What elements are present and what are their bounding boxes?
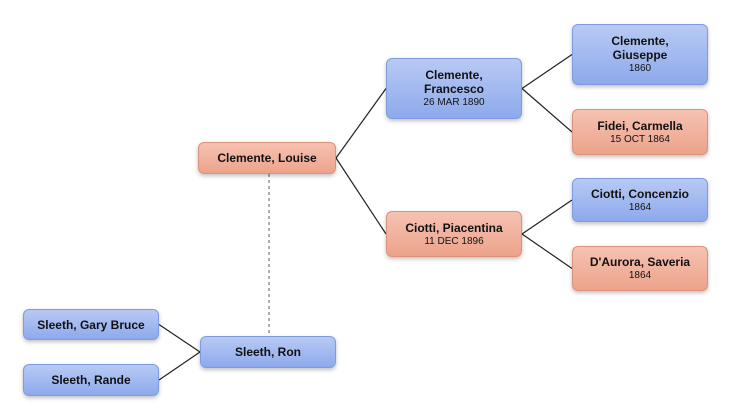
person-card-clemente-francesco[interactable]: Clemente, Francesco 26 MAR 1890: [386, 58, 522, 119]
person-birth-date: 11 DEC 1896: [424, 235, 484, 247]
person-name: Fidei, Carmella: [597, 118, 683, 133]
person-name: Clemente, Francesco: [423, 68, 485, 96]
person-card-fidei-carmella[interactable]: Fidei, Carmella 15 OCT 1864: [572, 109, 708, 155]
person-birth-date: 1860: [628, 63, 652, 74]
parent-link-francesco-carmella: [521, 88, 573, 133]
person-name: Clemente, Louise: [217, 151, 317, 165]
parent-link-francesco-giuseppe: [521, 54, 573, 89]
person-name: Sleeth, Ron: [234, 345, 301, 359]
parent-link-piacentina-saveria: [521, 233, 573, 269]
person-card-ciotti-piacentina[interactable]: Ciotti, Piacentina 11 DEC 1896: [386, 211, 522, 257]
child-link-ron-gary: [158, 324, 201, 353]
person-card-clemente-giuseppe[interactable]: Clemente, Giuseppe 1860: [572, 24, 708, 85]
person-card-clemente-louise[interactable]: Clemente, Louise: [198, 142, 336, 174]
person-birth-date: 26 MAR 1890: [423, 97, 485, 108]
person-name: Ciotti, Concenzio: [591, 186, 689, 201]
person-card-ciotti-concenzio[interactable]: Ciotti, Concenzio 1864: [572, 178, 708, 222]
person-name: Sleeth, Rande: [51, 373, 131, 387]
person-card-sleeth-ron[interactable]: Sleeth, Ron: [200, 336, 336, 368]
person-name: Clemente, Giuseppe: [611, 34, 669, 62]
person-name: D'Aurora, Saveria: [589, 255, 691, 269]
person-birth-date: 15 OCT 1864: [610, 133, 670, 145]
person-birth-date: 1864: [628, 270, 652, 281]
parent-link-louise-piacentina: [335, 157, 387, 235]
person-name: Ciotti, Piacentina: [405, 220, 503, 235]
person-card-sleeth-rande[interactable]: Sleeth, Rande: [23, 364, 159, 396]
person-name: Sleeth, Gary Bruce: [37, 317, 145, 332]
parent-link-piacentina-concenzio: [521, 199, 573, 235]
parent-link-louise-francesco: [335, 88, 387, 159]
person-birth-date: 1864: [628, 201, 652, 213]
child-link-ron-rande: [158, 351, 201, 381]
person-card-daurora-saveria[interactable]: D'Aurora, Saveria 1864: [572, 246, 708, 291]
person-card-sleeth-gary-bruce[interactable]: Sleeth, Gary Bruce: [23, 309, 159, 340]
